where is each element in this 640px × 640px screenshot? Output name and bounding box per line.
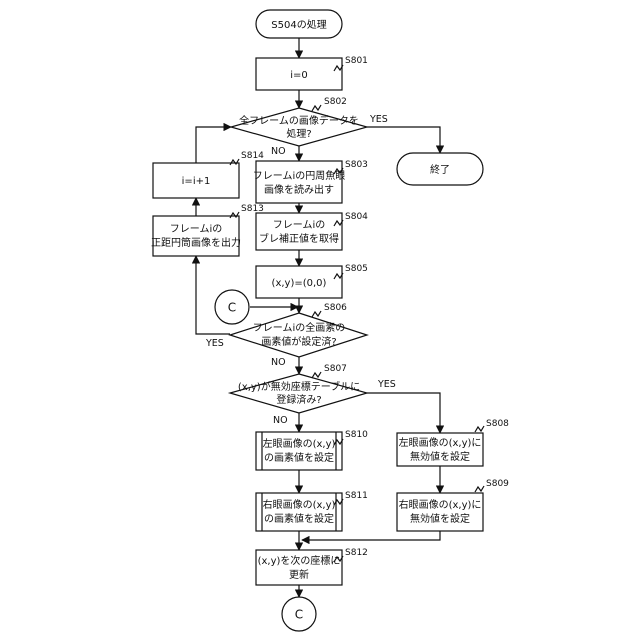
edge-s807-s808 xyxy=(367,393,440,433)
s811-label-line1: 右眼画像の(x,y) xyxy=(263,498,336,511)
decision-s807: (x,y)が無効座標テーブルに 登録済み? xyxy=(230,374,367,413)
s805-tag: S805 xyxy=(345,264,368,274)
process-s809: 右眼画像の(x,y)に 無効値を設定 xyxy=(397,493,483,531)
s807-label-line2: 登録済み? xyxy=(276,393,321,406)
s813-label-line2: 正距円筒画像を出力 xyxy=(151,236,241,249)
s809-tag: S809 xyxy=(486,479,509,489)
s809-tag-squiggle xyxy=(475,486,484,492)
s803-tag: S803 xyxy=(345,160,368,170)
s806-tag-squiggle xyxy=(312,311,321,317)
process-s805: (x,y)=(0,0) xyxy=(256,266,342,298)
decision-s802: 全フレームの画像データを 処理? xyxy=(231,108,367,146)
start-label: S504の処理 xyxy=(271,18,326,31)
s810-label-line2: の画素値を設定 xyxy=(264,451,334,464)
process-s814: i=i+1 xyxy=(153,163,239,198)
s810-tag: S810 xyxy=(345,430,368,440)
process-s812: (x,y)を次の座標に 更新 xyxy=(256,550,342,585)
s814-tag: S814 xyxy=(241,151,264,161)
process-s810: 左眼画像の(x,y) の画素値を設定 xyxy=(256,432,342,470)
s802-label-line1: 全フレームの画像データを xyxy=(239,114,359,127)
process-s808: 左眼画像の(x,y)に 無効値を設定 xyxy=(397,433,483,466)
s807-yes-label: YES xyxy=(377,379,396,390)
connector-c-top-label: C xyxy=(228,301,236,315)
s812-label-line1: (x,y)を次の座標に xyxy=(258,554,341,567)
s808-tag: S808 xyxy=(486,419,509,429)
s807-tag: S807 xyxy=(324,364,347,374)
s801-label: i=0 xyxy=(290,70,308,81)
s802-label-line2: 処理? xyxy=(286,127,311,140)
process-s813: フレームiの 正距円筒画像を出力 xyxy=(151,216,241,256)
end-terminal: 終了 xyxy=(397,153,483,185)
s812-tag: S812 xyxy=(345,548,368,558)
s806-yes-label: YES xyxy=(205,338,224,349)
s801-tag: S801 xyxy=(345,56,368,66)
s802-tag-squiggle xyxy=(312,105,321,111)
s812-label-line2: 更新 xyxy=(289,568,309,581)
s806-label-line1: フレームiの全画素の xyxy=(253,321,345,334)
s802-no-label: NO xyxy=(271,146,286,157)
decision-s806: フレームiの全画素の 画素値が設定済? xyxy=(230,313,367,357)
s813-label-line1: フレームiの xyxy=(170,223,222,235)
s810-label-line1: 左眼画像の(x,y) xyxy=(263,437,336,450)
connector-c-top: C xyxy=(215,290,249,324)
s804-tag: S804 xyxy=(345,212,368,222)
s803-label-line1: フレームiの円周魚眼 xyxy=(253,169,345,182)
s811-tag: S811 xyxy=(345,491,368,501)
s806-label-line2: 画素値が設定済? xyxy=(261,335,336,348)
start-terminal: S504の処理 xyxy=(256,10,342,38)
edge-s802-end xyxy=(367,127,440,153)
s806-no-label: NO xyxy=(271,357,286,368)
edge-s814-s802 xyxy=(196,127,231,163)
s811-label-line2: の画素値を設定 xyxy=(264,512,334,525)
process-s804: フレームiの ブレ補正値を取得 xyxy=(256,213,342,250)
process-s801: i=0 xyxy=(256,58,342,90)
end-label: 終了 xyxy=(430,163,450,176)
s807-label-line1: (x,y)が無効座標テーブルに xyxy=(238,380,360,393)
s808-label-line1: 左眼画像の(x,y)に xyxy=(399,436,482,449)
process-s811: 右眼画像の(x,y) の画素値を設定 xyxy=(256,493,342,531)
s813-tag: S813 xyxy=(241,204,264,214)
edge-s809-merge xyxy=(302,531,440,540)
s807-no-label: NO xyxy=(273,415,288,426)
s807-tag-squiggle xyxy=(312,372,321,378)
s802-tag: S802 xyxy=(324,97,347,107)
connector-c-bottom-label: C xyxy=(295,608,303,622)
s802-yes-label: YES xyxy=(369,114,388,125)
s803-label-line2: 画像を読み出す xyxy=(264,183,334,196)
s808-label-line2: 無効値を設定 xyxy=(410,450,470,463)
s809-label-line1: 右眼画像の(x,y)に xyxy=(399,498,482,511)
s814-label: i=i+1 xyxy=(182,176,211,187)
s804-label-line2: ブレ補正値を取得 xyxy=(259,232,339,245)
process-s803: フレームiの円周魚眼 画像を読み出す xyxy=(253,161,345,203)
s804-label-line1: フレームiの xyxy=(273,219,325,231)
s806-tag: S806 xyxy=(324,303,347,313)
connector-c-bottom: C xyxy=(282,597,316,631)
s805-label: (x,y)=(0,0) xyxy=(272,278,327,289)
s809-label-line2: 無効値を設定 xyxy=(410,512,470,525)
s808-tag-squiggle xyxy=(475,426,484,432)
